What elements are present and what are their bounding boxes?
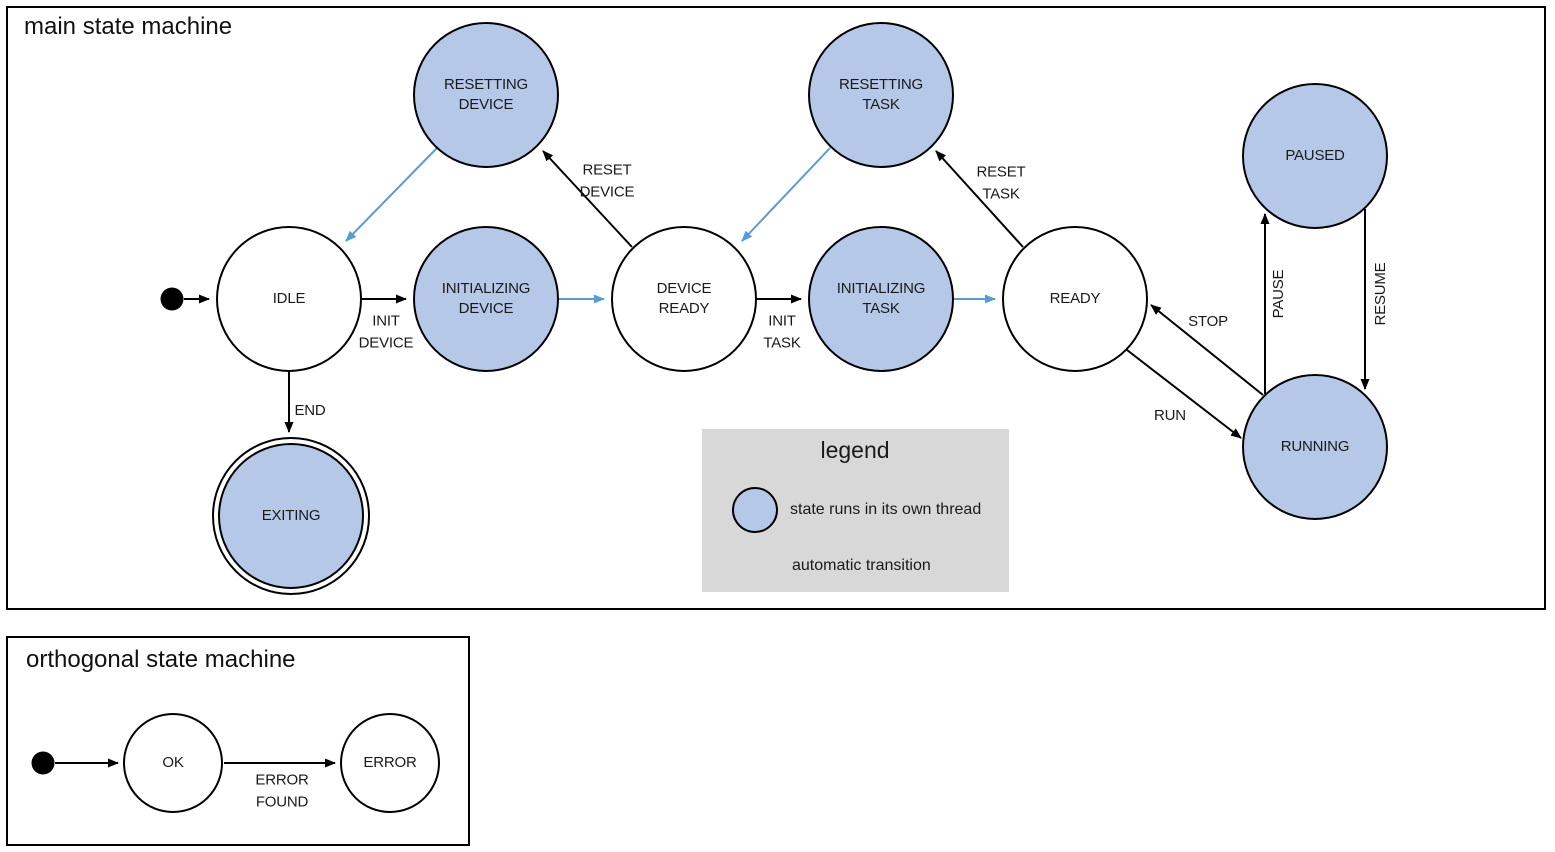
state-exiting-final: EXITING [212,437,370,595]
state-initializing-task: INITIALIZING TASK [808,226,954,372]
label-stop: STOP [1188,313,1228,331]
label-run: RUN [1154,407,1186,425]
legend-auto-item: automatic transition [792,557,931,574]
legend-title: legend [820,437,890,463]
legend-thread-item: state runs in its own thread [790,501,982,518]
state-ok: OK [123,713,223,813]
label-error-found: ERROR FOUND [255,771,309,810]
state-running: RUNNING [1242,374,1388,520]
initial-state-dot-main [160,287,184,311]
state-resetting-device: RESETTING DEVICE [413,22,559,168]
state-paused: PAUSED [1242,83,1388,229]
state-initializing-device: INITIALIZING DEVICE [413,226,559,372]
initial-state-dot-orthogonal [31,751,55,775]
label-reset-task: RESET TASK [976,163,1026,202]
state-error: ERROR [340,713,440,813]
label-reset-device: RESET DEVICE [579,161,635,200]
state-exiting: EXITING [218,443,364,589]
label-pause: PAUSE [1270,269,1288,319]
label-end: END [294,402,326,420]
main-diagram-title: main state machine [24,13,233,40]
label-init-task: INIT TASK [763,312,801,351]
state-idle: IDLE [216,226,362,372]
state-resetting-task: RESETTING TASK [808,22,954,168]
label-resume: RESUME [1372,262,1390,326]
state-ready: READY [1002,226,1148,372]
legend-threaded-state-icon [732,487,778,533]
label-init-device: INIT DEVICE [358,312,414,351]
state-device-ready: DEVICE READY [611,226,757,372]
orthogonal-diagram-title: orthogonal state machine [26,646,296,673]
